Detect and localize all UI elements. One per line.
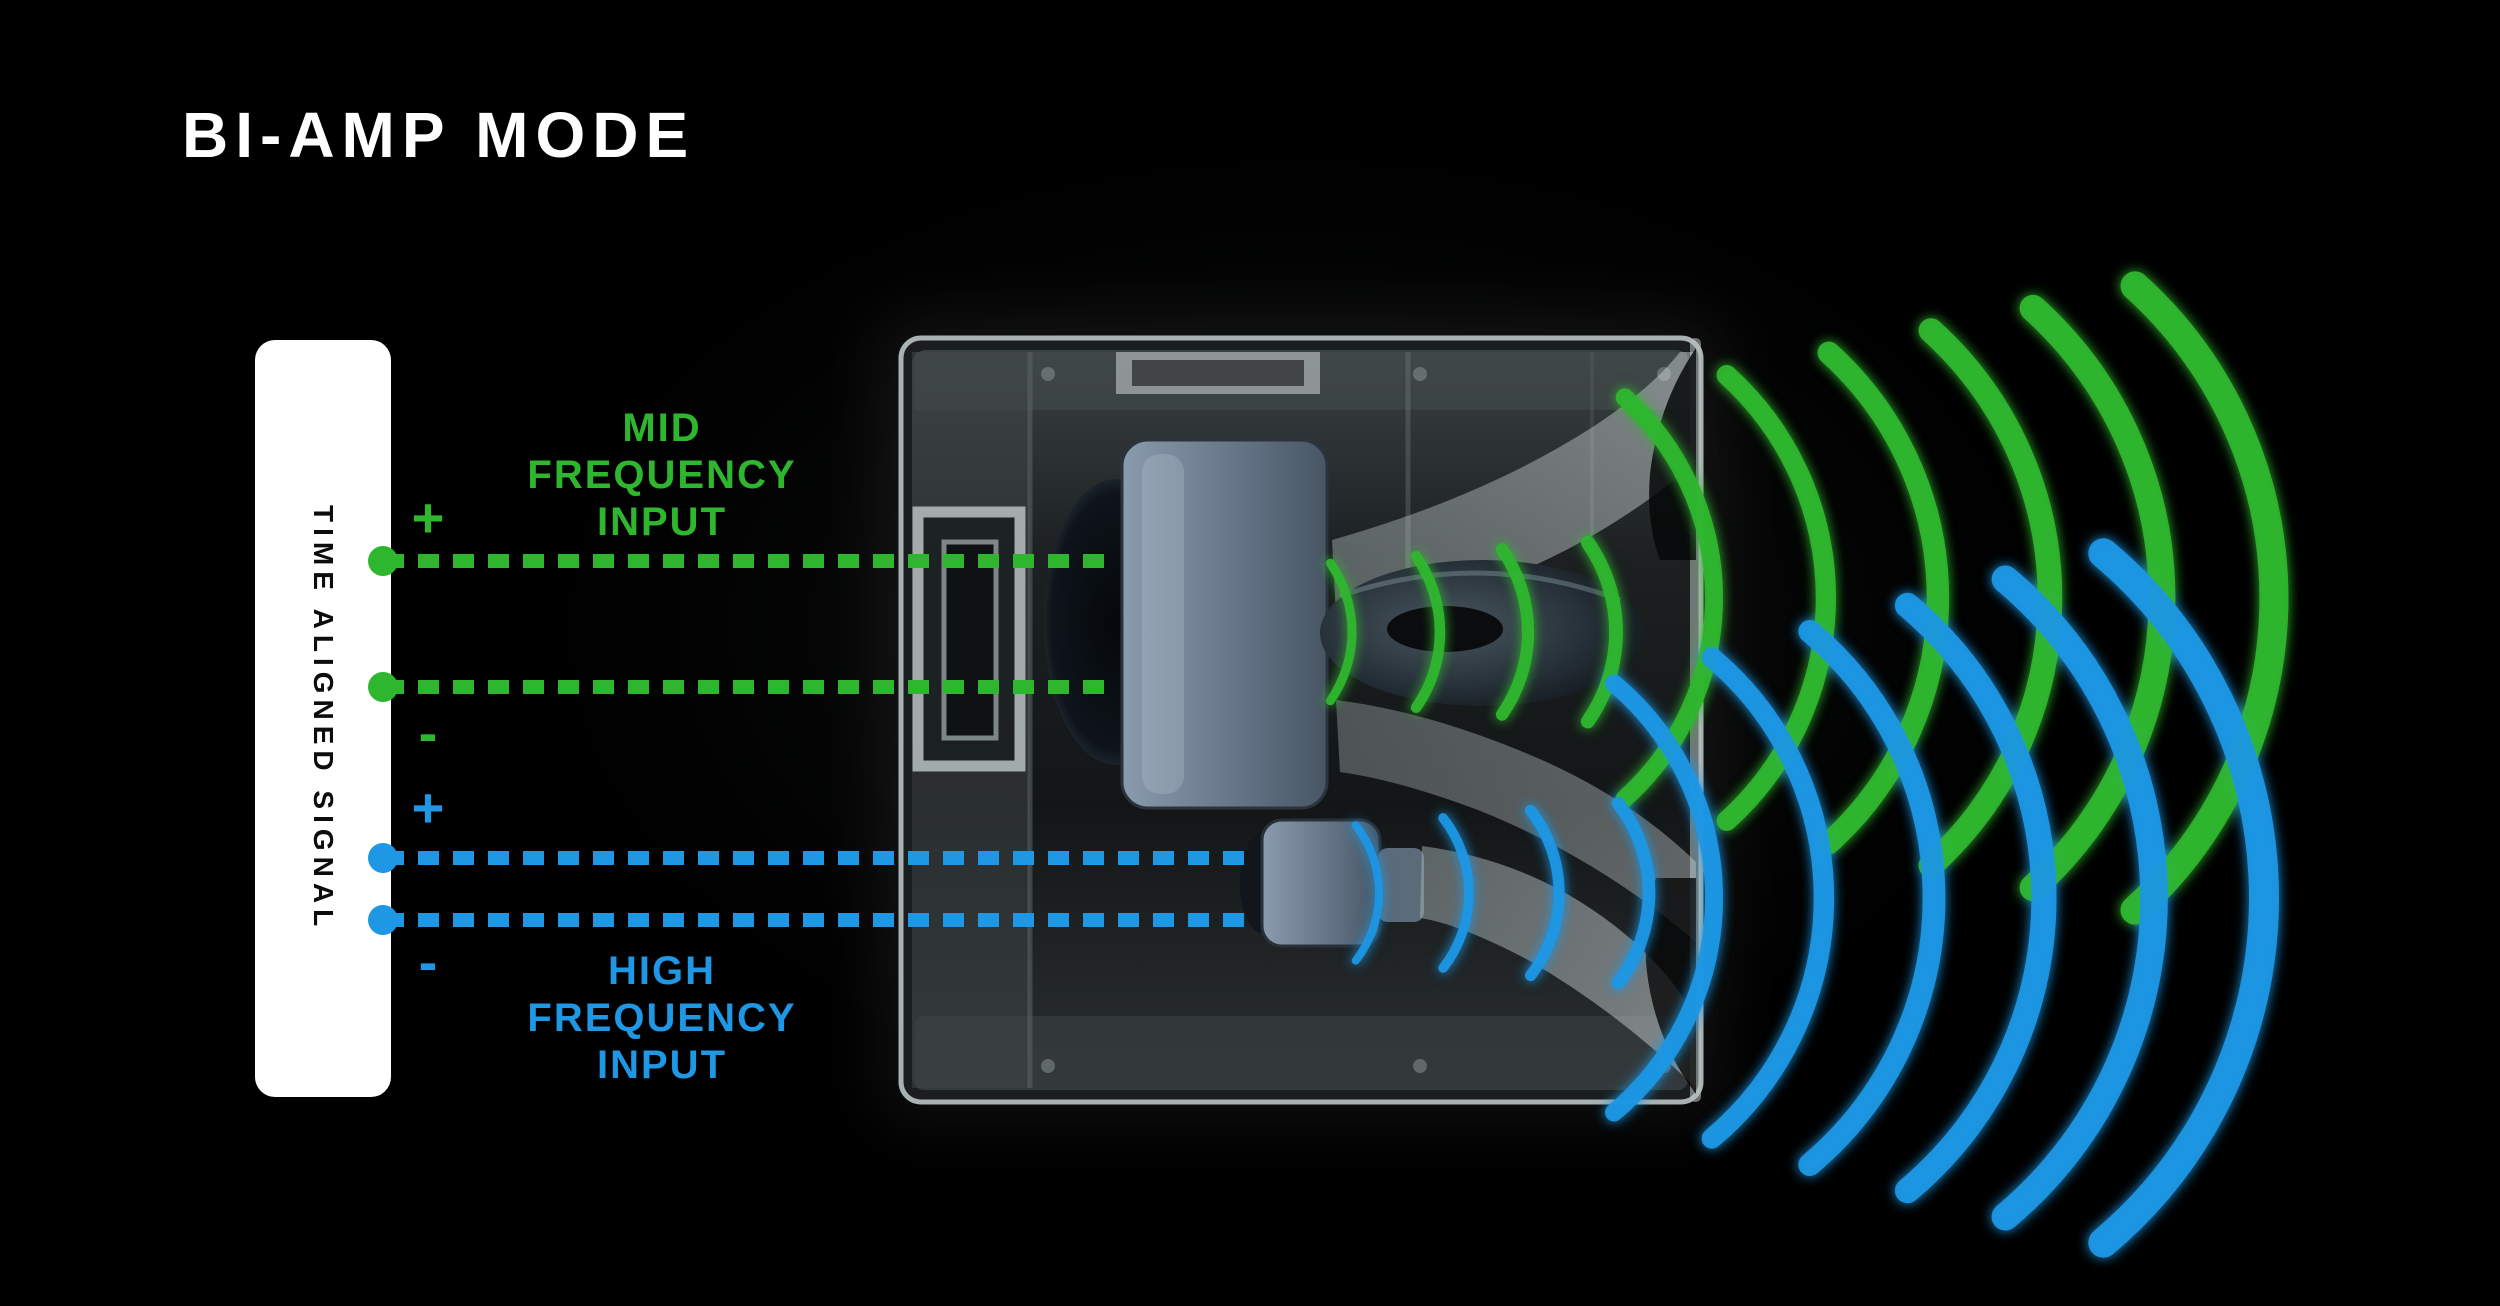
mid-radiated-waves <box>1615 271 2289 925</box>
high-frequency-input-label: HIGH FREQUENCY INPUT <box>412 948 912 1089</box>
high-label-line: INPUT <box>597 1043 727 1087</box>
mid-label-line: MID <box>622 406 702 450</box>
high-radiated-waves-arc-4 <box>1894 592 2057 1204</box>
mid-horn-waves-arc-1 <box>1325 558 1357 706</box>
high-radiated-waves-arc-2 <box>1701 647 1835 1149</box>
high-radiated-waves-arc-6 <box>2088 538 2279 1258</box>
high-label-line: FREQUENCY <box>527 996 797 1040</box>
mid-label-line: FREQUENCY <box>527 453 797 497</box>
mid-horn <box>1332 352 1696 942</box>
high-radiated-waves-arc-1 <box>1605 674 1724 1122</box>
high-horn-waves-arc-3 <box>1525 804 1565 982</box>
high-label-line: HIGH <box>608 949 716 993</box>
mid-negative-wire <box>383 680 1111 694</box>
high-radiated-waves-arc-5 <box>1991 565 2168 1231</box>
sound-waves <box>1325 271 2289 1258</box>
high-driver <box>1240 818 1424 948</box>
high-horn-waves-arc-2 <box>1438 813 1474 973</box>
high-negative-wire <box>383 913 1256 927</box>
time-aligned-signal-label: TIME ALIGNED SIGNAL <box>308 504 339 933</box>
mid-label-line: INPUT <box>597 500 727 544</box>
mid-radiated-waves-arc-3 <box>1817 341 1950 855</box>
bass-port <box>912 506 1026 772</box>
mid-radiated-waves-arc-4 <box>1918 318 2063 878</box>
high-positive-wire <box>383 851 1256 865</box>
high-negative-sign: - <box>418 930 438 993</box>
mid-frequency-input-label: MID FREQUENCY INPUT <box>412 405 912 546</box>
high-horn-waves-arc-1 <box>1351 821 1383 965</box>
mid-positive-sign: + <box>411 486 445 549</box>
high-radiated-waves <box>1605 538 2279 1258</box>
high-horn <box>1420 846 1696 1088</box>
high-positive-sign: + <box>411 776 445 839</box>
mid-positive-wire <box>383 554 1111 568</box>
mid-negative-sign: - <box>418 701 438 764</box>
high-radiated-waves-arc-3 <box>1798 620 1946 1176</box>
mid-horn-waves-arc-2 <box>1410 551 1446 713</box>
high-horn-waves-arc-4 <box>1611 796 1656 990</box>
mid-radiated-waves-arc-2 <box>1716 365 1836 831</box>
mid-radiated-waves-arc-6 <box>2120 271 2289 925</box>
high-horn-waves <box>1351 796 1656 990</box>
mid-horn-waves-arc-4 <box>1580 535 1623 729</box>
time-aligned-signal-box: TIME ALIGNED SIGNAL <box>255 340 391 1097</box>
mid-horn-waves <box>1325 535 1623 729</box>
mid-horn-waves-arc-3 <box>1495 543 1535 721</box>
page-title: BI-AMP MODE <box>182 99 696 171</box>
